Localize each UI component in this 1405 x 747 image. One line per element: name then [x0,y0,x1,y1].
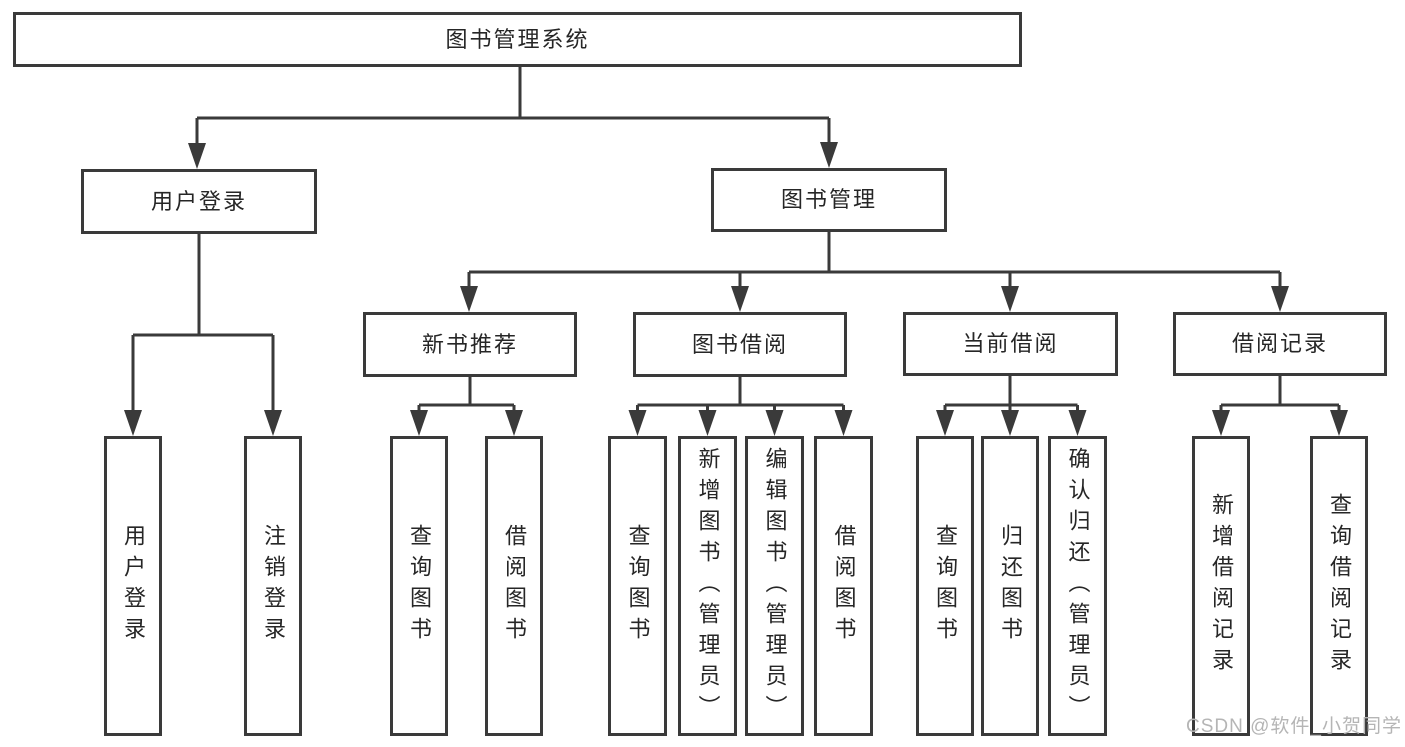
arrowhead-icon [765,410,784,436]
leaf-label: 用户登录 [121,524,146,648]
leaf-label: 借阅图书 [502,524,527,648]
leaf-label: 编辑图书（管理员） [762,446,788,726]
leaf-label: 借阅图书 [831,524,857,648]
node-new-book-recommend: 新书推荐 [363,312,577,377]
leaf-query-books-current: 查询图书 [916,436,974,736]
leaf-query-books-borrowing: 查询图书 [608,436,667,736]
arrowhead-icon [820,142,838,168]
arrowhead-icon [698,410,717,436]
leaf-label: 注销登录 [261,524,286,648]
leaf-label: 确认归还（管理员） [1065,446,1091,726]
arrowhead-icon [1271,286,1289,312]
leaf-add-borrow-record: 新增借阅记录 [1192,436,1250,736]
leaf-label: 查询图书 [407,524,432,648]
leaf-logout: 注销登录 [244,436,302,736]
node-borrowing-records: 借阅记录 [1173,312,1387,376]
arrowhead-icons [124,142,1348,436]
leaf-label: 新增图书（管理员） [695,446,721,726]
leaf-label: 查询图书 [625,524,651,648]
arrowhead-icon [460,286,478,312]
csdn-watermark: CSDN @软件_小贺同学 [1186,716,1402,737]
arrowhead-icon [188,143,206,169]
leaf-label: 查询借阅记录 [1327,493,1352,679]
leaf-query-books-recommend: 查询图书 [390,436,448,736]
leaf-borrow-books-recommend: 借阅图书 [485,436,543,736]
node-user-login: 用户登录 [81,169,317,234]
node-current-borrowing: 当前借阅 [903,312,1118,376]
leaf-label: 查询图书 [933,524,958,648]
arrowhead-icon [505,410,523,436]
leaf-add-books-admin: 新增图书（管理员） [678,436,737,736]
leaf-return-books: 归还图书 [981,436,1039,736]
arrowhead-icon [410,410,428,436]
node-library-system: 图书管理系统 [13,12,1022,67]
leaf-borrow-books: 借阅图书 [814,436,873,736]
arrowhead-icon [731,286,749,312]
arrowhead-icon [628,410,647,436]
arrowhead-icon [1212,410,1230,436]
arrowhead-icon [1001,286,1019,312]
node-book-management: 图书管理 [711,168,947,232]
leaf-label: 新增借阅记录 [1209,493,1234,679]
leaf-edit-books-admin: 编辑图书（管理员） [745,436,804,736]
arrowhead-icon [264,410,282,436]
arrowhead-icon [124,410,142,436]
arrowhead-icon [1330,410,1348,436]
arrowhead-icon [834,410,853,436]
leaf-user-login: 用户登录 [104,436,162,736]
leaf-query-borrow-record: 查询借阅记录 [1310,436,1368,736]
arrowhead-icon [1068,410,1087,436]
node-book-borrowing: 图书借阅 [633,312,847,377]
connector-shafts [131,67,1341,414]
leaf-confirm-return-admin: 确认归还（管理员） [1048,436,1107,736]
arrowhead-icon [936,410,954,436]
leaf-label: 归还图书 [998,524,1023,648]
arrowhead-icon [1001,410,1019,436]
